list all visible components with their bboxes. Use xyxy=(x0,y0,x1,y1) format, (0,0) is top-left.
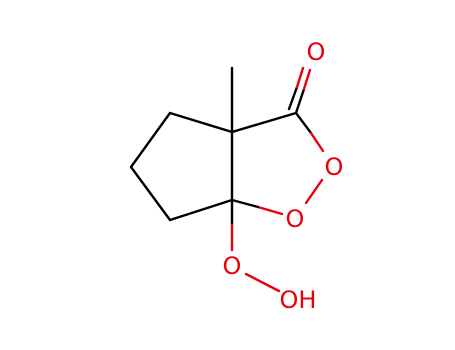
bond-c5-c6 xyxy=(129,165,172,222)
atom-label-o-ring-upper: O xyxy=(325,153,344,181)
bond-carbonyl-1a xyxy=(294,87,306,115)
bond-o-oh xyxy=(244,272,281,293)
bond-carbonyl-2b xyxy=(295,66,305,89)
atom-label-o-carbonyl: O xyxy=(307,38,326,66)
atom-label-o-peroxy: O xyxy=(223,252,242,280)
bond-o1-c6a-a xyxy=(256,205,284,216)
bond-c3-o2-b xyxy=(309,131,325,153)
bond-o1-c6a-b xyxy=(230,198,260,209)
bond-c3-o2-a xyxy=(294,111,313,135)
atom-label-o-hydroxyl: OH xyxy=(280,286,317,314)
bond-c3a-c4 xyxy=(168,111,234,134)
bond-c4-c5 xyxy=(129,111,172,169)
bond-c6-c6a xyxy=(168,198,234,222)
bond-c3a-c3 xyxy=(230,111,298,134)
bond-carbonyl-2a xyxy=(287,85,299,111)
bond-o2-o1 xyxy=(304,178,324,205)
atom-label-o-ring-lower: O xyxy=(286,205,305,233)
bond-carbonyl-1b xyxy=(302,68,312,91)
